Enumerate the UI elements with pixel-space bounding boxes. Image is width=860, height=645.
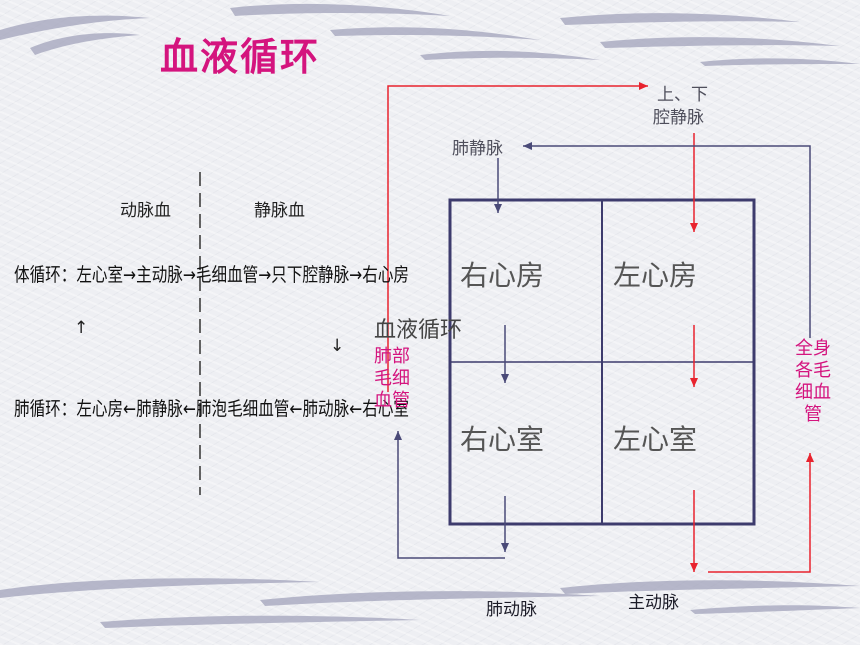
pulmonary-artery-to-lung-path: [394, 431, 505, 559]
lung-capillaries-line-1: 肺部: [374, 346, 410, 367]
aorta-to-body-path: [708, 453, 814, 573]
arterial-blood-label: 动脉血: [120, 201, 171, 221]
left-atrium-label: 左心房: [613, 259, 698, 292]
body-capillaries-line-3: 细血: [795, 382, 831, 403]
body-capillaries-line-2: 各毛: [795, 360, 831, 381]
pulmonary-vein-path: [523, 142, 811, 338]
aorta-label: 主动脉: [628, 593, 679, 613]
lung-capillaries-line-2: 毛细: [374, 368, 410, 389]
body-capillaries-line-4: 管: [804, 404, 822, 425]
left-ventricle-label: 左心室: [613, 423, 698, 456]
right-atrium-label: 右心房: [460, 259, 545, 292]
pulmonary-artery-label: 肺动脉: [486, 600, 537, 620]
pulmonary-vein-label: 肺静脉: [452, 139, 503, 159]
venous-blood-label: 静脉血: [254, 201, 305, 221]
vena-cava-top-path: [387, 82, 648, 392]
body-capillaries-line-1: 全身: [795, 338, 831, 359]
diagram-caption: 血液循环: [374, 318, 463, 343]
lung-capillaries-label: 肺部 毛细 血管: [368, 346, 416, 412]
right-ventricle-label: 右心室: [460, 423, 545, 456]
down-arrow: ↓: [330, 336, 345, 356]
systemic-circulation-row: 体循环：左心室→主动脉→毛细血管→只下腔静脉→右心房: [14, 264, 409, 286]
vena-cava-label-line2: 腔静脉: [653, 108, 704, 128]
vena-cava-label-line1: 上、下: [657, 85, 708, 105]
up-arrow: ↑: [74, 318, 89, 338]
pulmonary-circulation-row: 肺循环：左心房←肺静脉←肺泡毛细血管←肺动脉←右心室: [14, 398, 409, 420]
lung-capillaries-line-3: 血管: [374, 390, 410, 411]
body-capillaries-label: 全身 各毛 细血 管: [789, 338, 837, 426]
page-title: 血液循环: [160, 35, 321, 79]
